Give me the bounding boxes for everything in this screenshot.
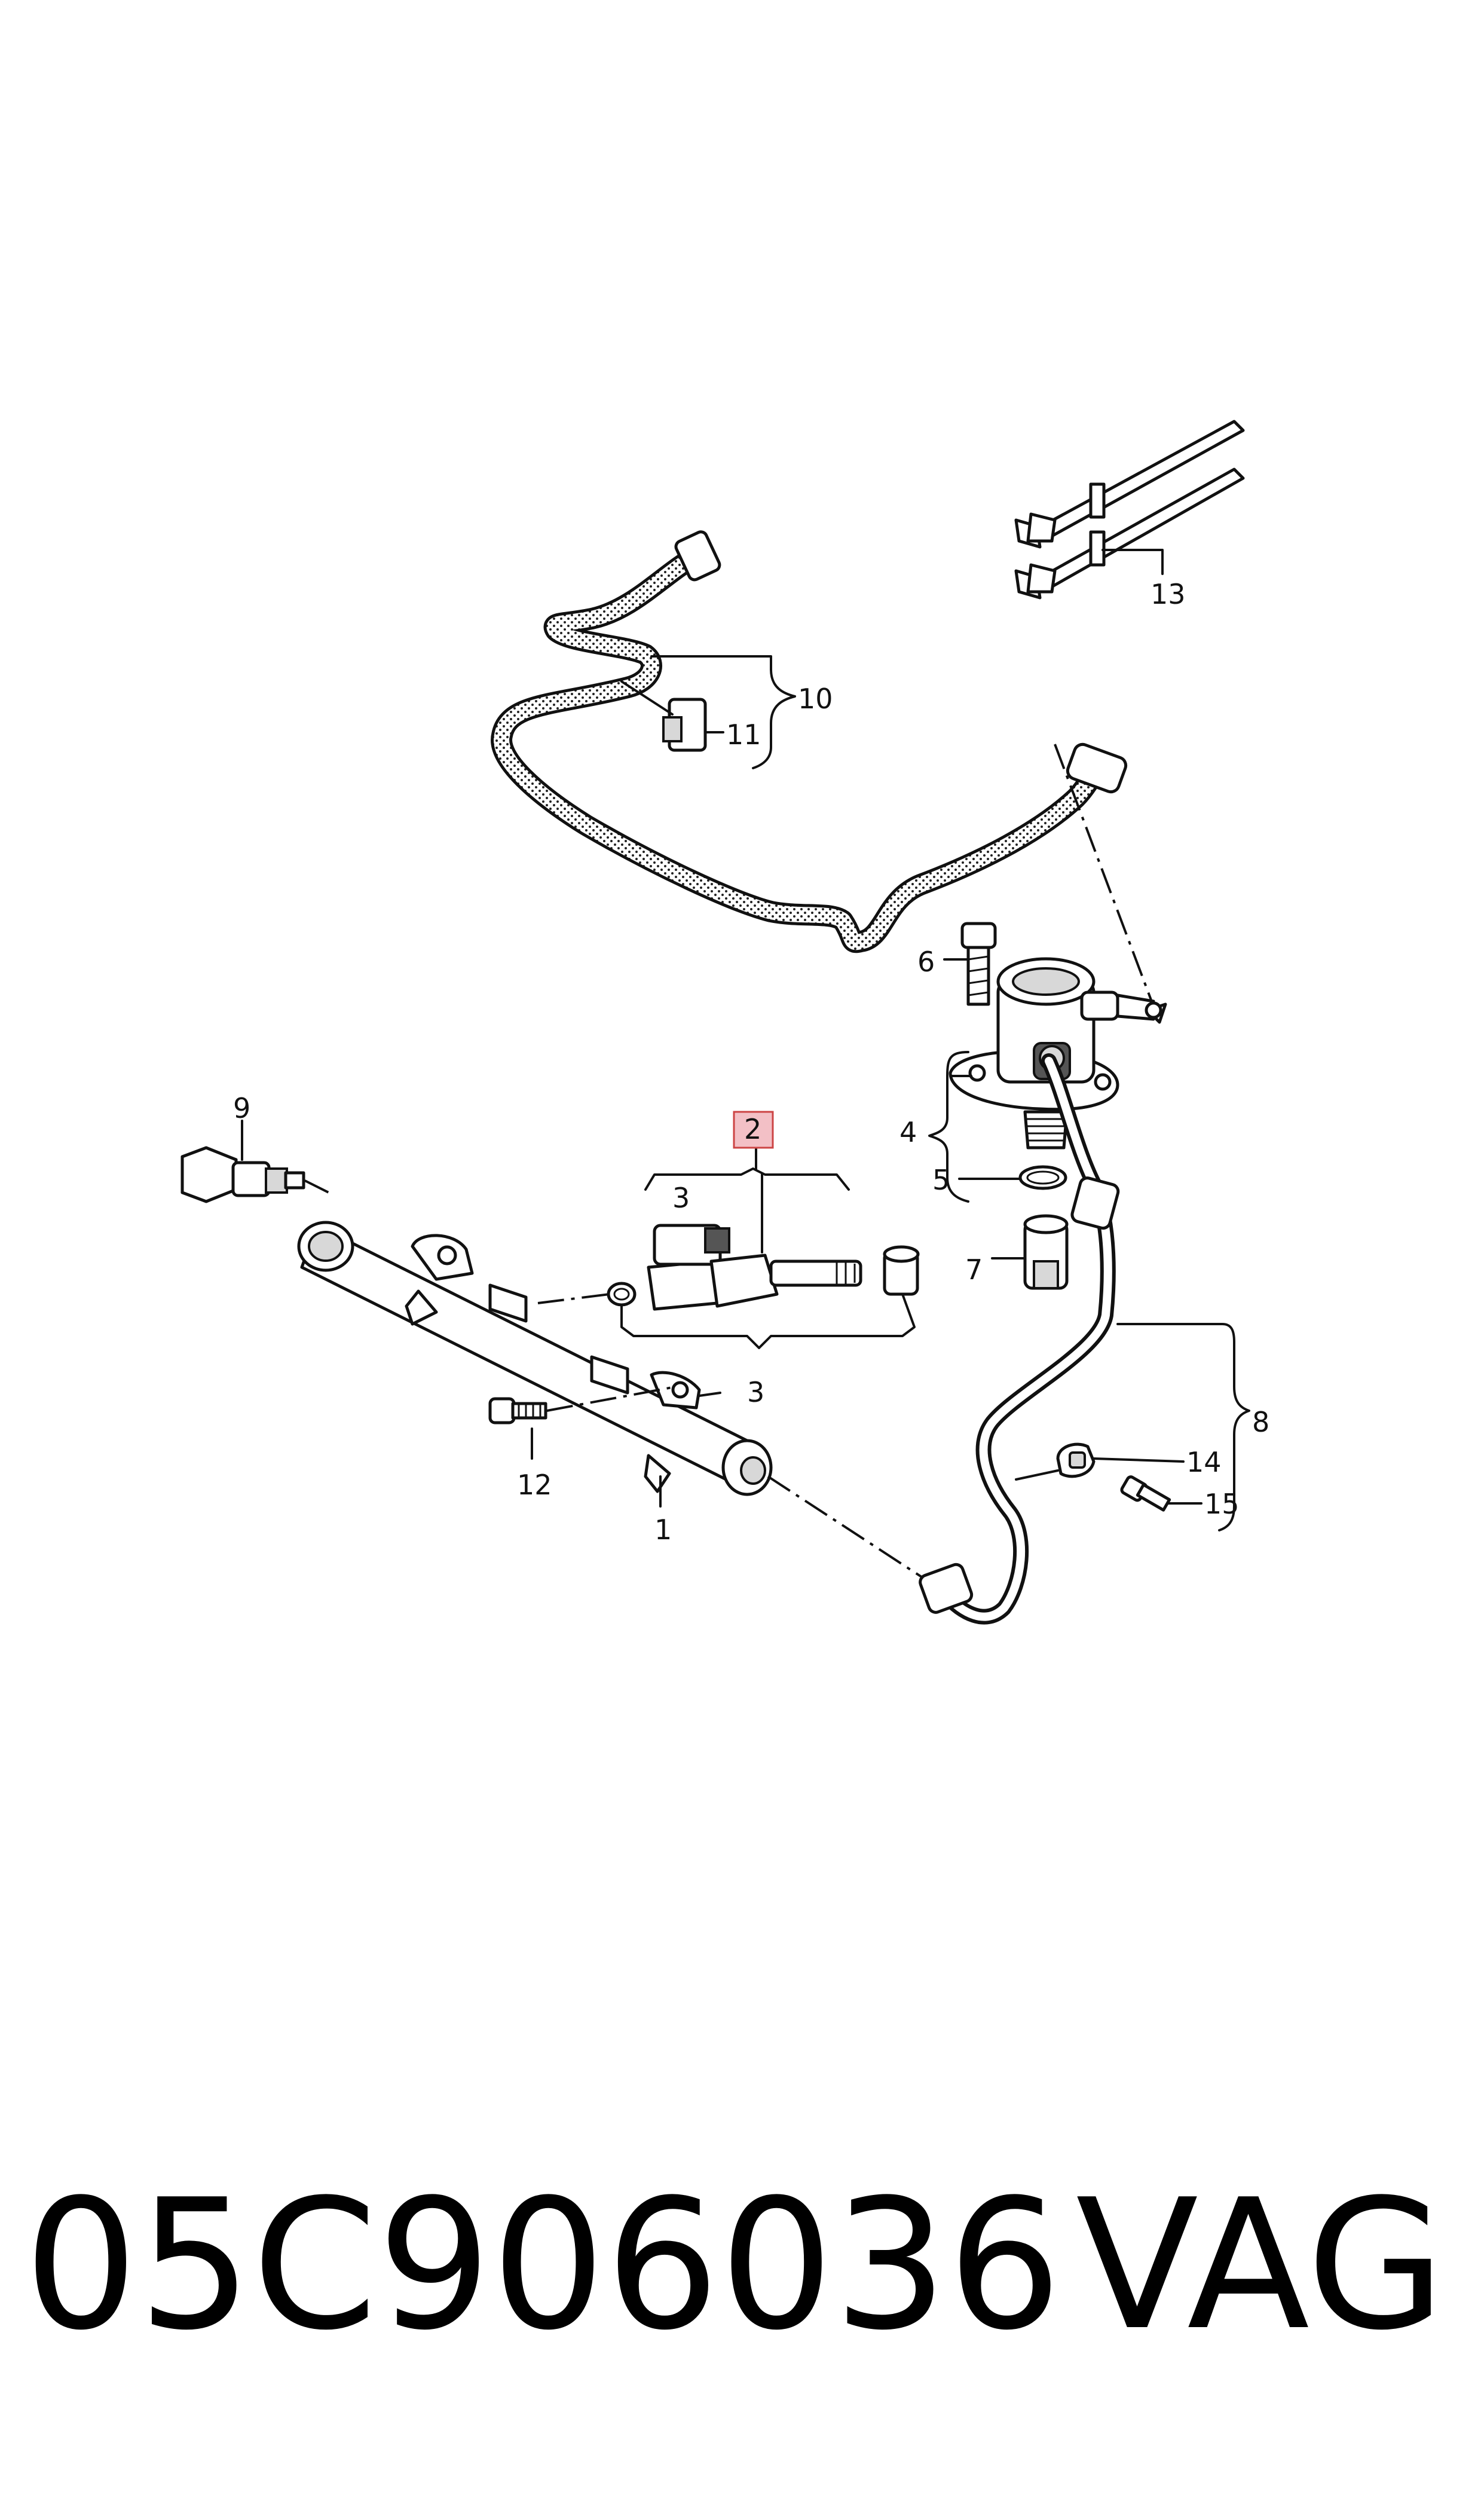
callout-2: 2 bbox=[744, 1113, 761, 1145]
callout-5: 5 bbox=[932, 1164, 950, 1196]
callout-1: 1 bbox=[654, 1514, 672, 1546]
bolt-6 bbox=[943, 922, 997, 1006]
clamp-14 bbox=[1056, 1442, 1185, 1478]
callout-6: 6 bbox=[917, 946, 935, 978]
bracket-10-11 bbox=[620, 655, 796, 769]
o-ring-5 bbox=[958, 1165, 1067, 1190]
fuel-rail-1 bbox=[297, 1221, 925, 1579]
cable-tie-13 bbox=[1014, 420, 1245, 600]
callout-14: 14 bbox=[1186, 1446, 1222, 1478]
bracket-8 bbox=[1015, 1323, 1250, 1531]
callout-11: 11 bbox=[726, 719, 761, 751]
callout-4: 4 bbox=[899, 1116, 917, 1148]
callout-12: 12 bbox=[517, 1469, 552, 1501]
pressure-sensor-9 bbox=[180, 1120, 335, 1203]
callout-3b: 3 bbox=[747, 1376, 764, 1408]
fuel-hose-10 bbox=[491, 530, 1167, 1024]
callout-3a: 3 bbox=[672, 1182, 690, 1214]
callout-10: 10 bbox=[798, 683, 833, 715]
bracket-4 bbox=[928, 1051, 972, 1203]
bracket-2-3 bbox=[620, 1135, 916, 1397]
bolt-12 bbox=[488, 1386, 676, 1460]
screw-15 bbox=[1120, 1475, 1203, 1512]
highlight-box bbox=[733, 1111, 774, 1149]
fuel-pump-4 bbox=[948, 957, 1162, 1150]
callout-7: 7 bbox=[965, 1254, 983, 1286]
injector-2 bbox=[537, 1224, 920, 1311]
brand-name: VAG bbox=[1076, 2161, 1446, 2370]
callout-8: 8 bbox=[1252, 1406, 1269, 1438]
callout-13: 13 bbox=[1151, 578, 1186, 610]
callout-9: 9 bbox=[233, 1092, 250, 1124]
bracket-11 bbox=[662, 698, 715, 752]
footer: 05C906036 VAG bbox=[0, 2164, 1484, 2367]
callout-15: 15 bbox=[1204, 1488, 1240, 1520]
fuel-line-8 bbox=[919, 1053, 1120, 1625]
tappet-7 bbox=[991, 1214, 1069, 1290]
part-number: 05C906036 bbox=[24, 2161, 1062, 2370]
